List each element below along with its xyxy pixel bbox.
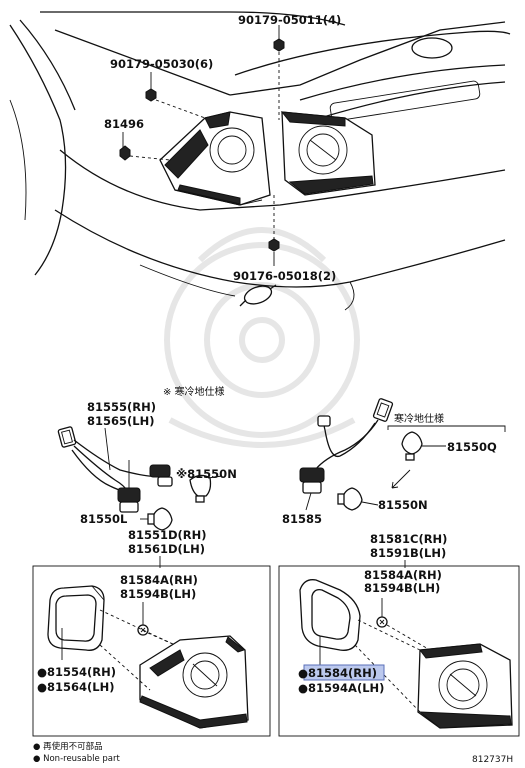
- tail-lamp-body-installed: [159, 111, 271, 206]
- label-socket-r: 81585: [282, 512, 322, 526]
- label-packing-rh-right[interactable]: ●81584(RH): [298, 666, 377, 680]
- tail-lamp-left: [99, 609, 249, 729]
- nut-box-right: [376, 598, 431, 651]
- vehicle-rear-body: [9, 11, 511, 311]
- label-bulb-n-left: ※81550N: [176, 467, 237, 481]
- socket-harness-left: [57, 426, 173, 513]
- label-cold-spec-box: 寒冷地仕様: [394, 412, 444, 425]
- packing-right: [299, 579, 361, 668]
- highlight-packing-rh-right: [303, 664, 385, 681]
- label-lamp-assy-rh-right: 81581C(RH): [370, 532, 447, 546]
- label-socket-lh: 81565(LH): [87, 414, 154, 428]
- label-gasket-rh-left: 81584A(RH): [120, 573, 198, 587]
- label-lamp-assy-lh-left: 81561D(LH): [128, 542, 205, 556]
- leader-socket-left: [104, 427, 111, 471]
- cold-spec-bracket: [387, 425, 506, 489]
- label-gasket-rh-right: 81584A(RH): [364, 568, 442, 582]
- assembly-box-right: [278, 565, 520, 737]
- label-lamp-assy-rh-left: 81551D(RH): [128, 528, 207, 542]
- label-gasket-lh-left: 81594B(LH): [120, 587, 196, 601]
- label-clip: 81496: [104, 117, 144, 131]
- assembly-box-left: [32, 565, 271, 737]
- label-bulb-q: 81550Q: [447, 440, 497, 454]
- tail-lamp-trunk-installed: [280, 111, 376, 196]
- socket-harness-right: [299, 398, 394, 511]
- diagram-code: 812737H: [472, 755, 513, 765]
- watermark-emblem: [164, 227, 360, 448]
- top-fasteners: [119, 25, 285, 266]
- label-packing-lh-right: ●81594A(LH): [298, 681, 384, 695]
- label-lamp-assy-lh-right: 81591B(LH): [370, 546, 446, 560]
- label-packing-lh-left: ●81564(LH): [37, 680, 115, 694]
- label-nut-bottom: 90176-05018(2): [233, 269, 336, 283]
- packing-left: [47, 585, 105, 660]
- tail-lamp-right: [354, 619, 513, 729]
- label-packing-rh-left: ●81554(RH): [37, 665, 116, 679]
- label-socket-rh: 81555(RH): [87, 400, 156, 414]
- legend-jp: ● 再使用不可部品: [33, 741, 103, 752]
- label-bolt-top: 90179-05011(4): [238, 13, 341, 27]
- label-bulb-n-right: 81550N: [378, 498, 428, 512]
- label-nut-left: 90179-05030(6): [110, 57, 213, 71]
- label-gasket-lh-right: 81594B(LH): [364, 581, 440, 595]
- nut-box-left: [137, 602, 176, 646]
- label-bulb-l: 81550L: [80, 512, 128, 526]
- legend-en: ● Non-reusable part: [33, 754, 120, 764]
- bulbs-left: [140, 474, 223, 531]
- label-cold-spec-marker: ※ 寒冷地仕様: [163, 385, 225, 398]
